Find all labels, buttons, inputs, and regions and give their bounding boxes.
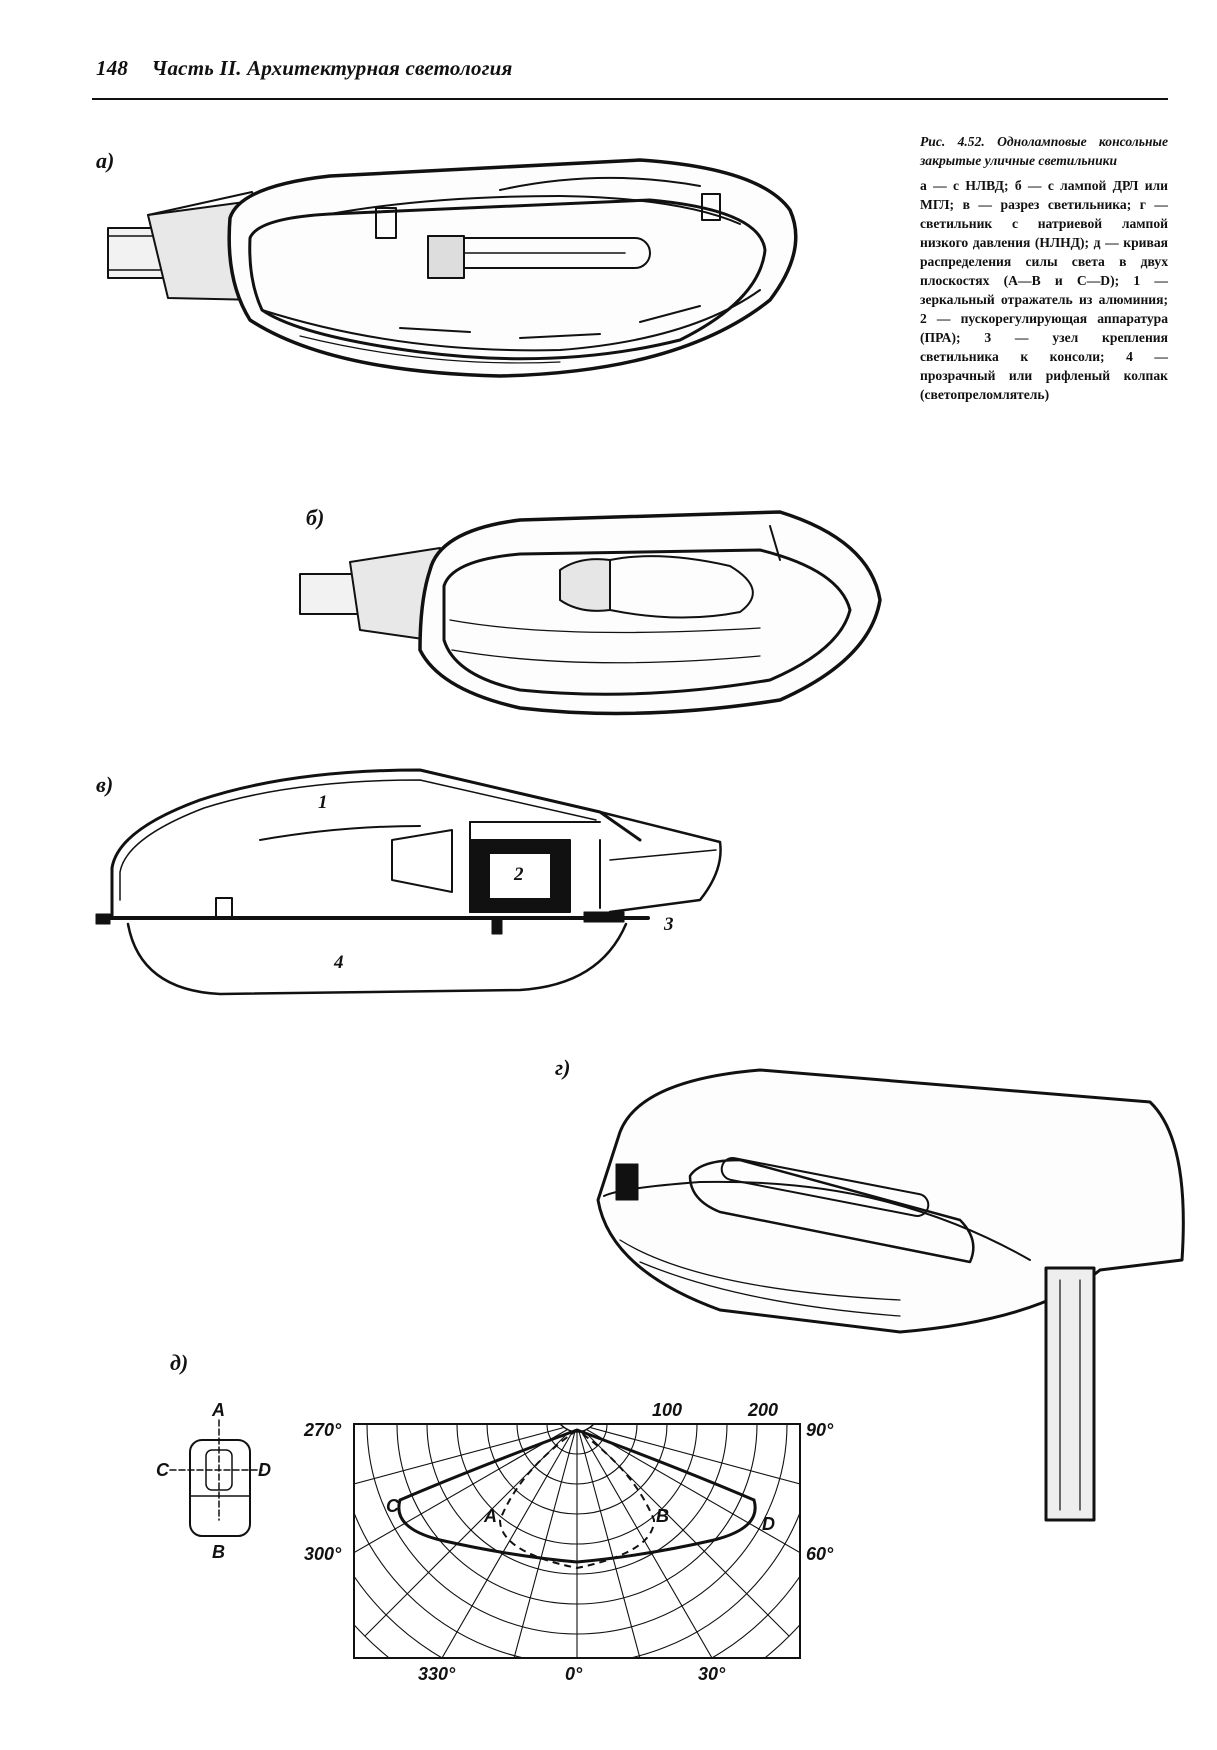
label-reflector: 1: [318, 792, 328, 813]
plan-sketch: [169, 1419, 263, 1537]
plan-label-c: C: [156, 1460, 169, 1480]
panel-label-v: в): [96, 772, 114, 797]
label-diffuser: 4: [334, 952, 344, 973]
angle-label-330: 330°: [418, 1664, 456, 1684]
header-rule: [92, 98, 1168, 100]
caption-body: а — с НЛВД; б — с лампой ДРЛ или МГЛ; в …: [920, 178, 1168, 402]
scale-label-200: 200: [748, 1400, 779, 1420]
label-ballast: 2: [514, 864, 524, 885]
plan-label-a: A: [212, 1400, 225, 1420]
page-number: 148: [96, 56, 129, 80]
luminaire-b-drawing: [299, 510, 882, 716]
curve-a-b: [498, 1428, 656, 1570]
running-header: 148 Часть II. Архитектурная светология: [96, 56, 513, 81]
curve-c-d: [397, 1428, 757, 1564]
angle-label-300: 300°: [304, 1544, 342, 1564]
curve-label-c: C: [386, 1496, 399, 1516]
running-title: Часть II. Архитектурная светология: [151, 56, 513, 80]
angle-label-0: 0°: [565, 1664, 583, 1684]
panel-label-g: г): [555, 1055, 571, 1080]
luminaire-a-drawing: [107, 158, 798, 378]
caption-title: Рис. 4.52. Однолампoвые консольные закры…: [920, 134, 1168, 168]
curve-label-b: B: [656, 1506, 669, 1526]
panel-label-d: д): [170, 1350, 189, 1375]
plan-label-b: B: [212, 1542, 225, 1562]
figure-caption: Рис. 4.52. Однолампoвые консольные закры…: [920, 132, 1168, 404]
label-mount: 3: [664, 914, 674, 935]
scale-label-100: 100: [652, 1400, 683, 1420]
polar-grid: [354, 1424, 800, 1658]
angle-label-270: 270°: [304, 1420, 342, 1440]
angle-label-90: 90°: [806, 1420, 834, 1440]
panel-label-a: а): [96, 148, 115, 173]
angle-label-60: 60°: [806, 1544, 834, 1564]
luminaire-section-drawing: [95, 768, 722, 996]
curve-label-d: D: [762, 1514, 775, 1534]
luminaire-g-drawing: [596, 1068, 1185, 1522]
plan-label-d: D: [258, 1460, 271, 1480]
panel-label-b: б): [306, 505, 325, 530]
curve-label-a: A: [484, 1506, 497, 1526]
angle-label-30: 30°: [698, 1664, 726, 1684]
